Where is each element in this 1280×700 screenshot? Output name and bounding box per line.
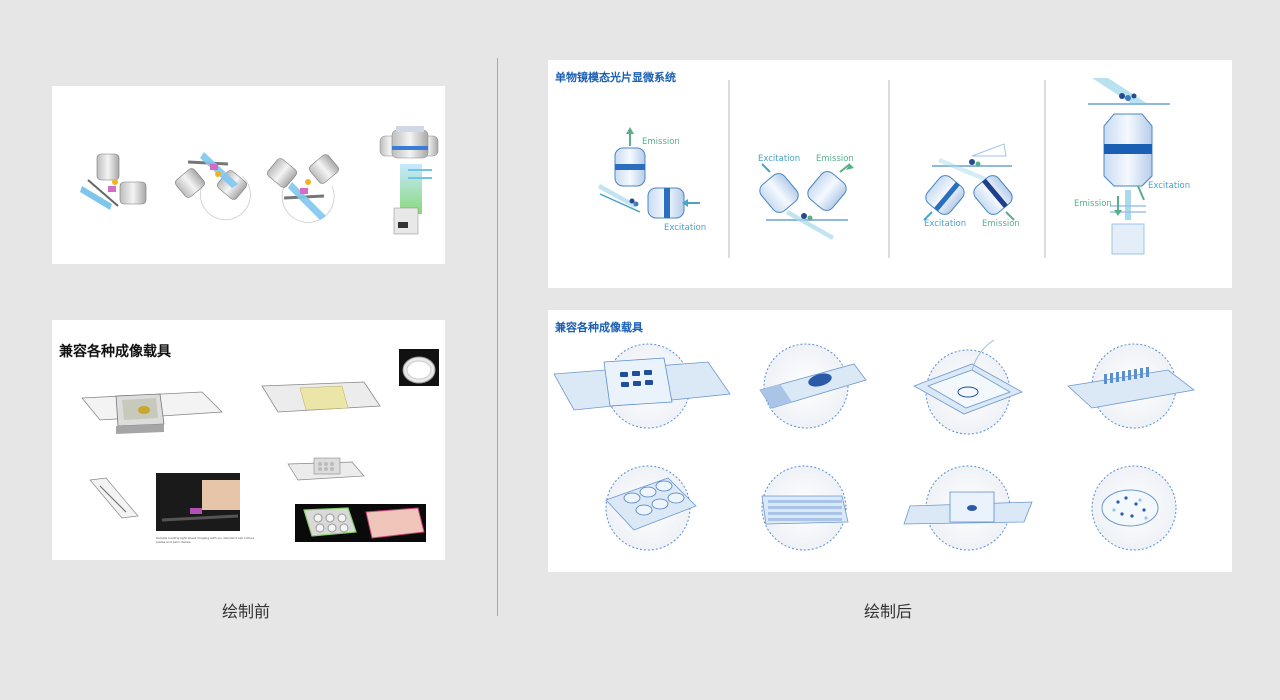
carrier-tissue-slide [759,343,867,429]
before-objectives-panel [52,86,445,264]
objective-stack-3d [379,126,439,235]
carrier-strip-tubes [1067,343,1195,429]
after-caption: 绘制后 [864,602,913,621]
objective-pair-1 [80,153,147,210]
system-title: 单物镜模态光片显微系统 [555,71,676,84]
label-emission-3: Emission [982,219,1020,229]
label-excitation-1: Excitation [664,223,706,233]
after-carriers-panel: 兼容各种成像载具 [548,310,1232,572]
diagram-upright-pair: Excitation Emission [923,143,1020,229]
diagram-inverted-pair: Excitation Emission [758,154,854,240]
optical-system-diagrams: Emission Excitation Excitation Emission [598,78,1190,258]
before-carriers-panel: 兼容各种成像载具 [52,320,445,560]
diagram-vertical-objective: Emission Excitation [598,127,706,233]
chamber-slide-render [81,391,223,434]
objective-pair-3 [267,154,339,223]
plates-photo [295,504,426,542]
multiwell-slide-render [287,457,365,481]
carrier-chamber-slide [553,343,731,429]
after-system-panel: 单物镜模态光片显微系统 Emission Excitation [548,60,1232,288]
carrier-perfusion-dish [913,339,1023,435]
carriers-illustrations [553,339,1195,551]
carrier-6-well-plate [605,465,697,551]
microfluidic-chip-render [89,477,139,519]
label-excitation-2: Excitation [758,154,800,164]
svg-text:plates and petri dishes.: plates and petri dishes. [156,540,191,544]
before-objectives-illustration [80,126,439,235]
carrier-chamber-slide-2 [903,465,1033,551]
carrier-96-well-plate [761,465,849,551]
before-carriers-title: 兼容各种成像载具 [59,344,171,360]
objective-pair-2 [175,152,251,221]
diagram-stacked-system: Excitation Emission [1074,78,1190,255]
label-excitation-3: Excitation [924,219,966,229]
after-carriers-title: 兼容各种成像载具 [555,321,643,334]
label-emission-1: Emission [642,137,680,147]
label-excitation-4: Excitation [1148,181,1190,191]
before-caption: 绘制前 [222,602,271,621]
carrier-petri-dish [1091,465,1177,551]
svg-text:Sample loading light sheet ima: Sample loading light sheet imaging with … [156,536,254,540]
label-emission-4: Emission [1074,199,1112,209]
section-divider [497,58,498,616]
sample-loading-photo: Sample loading light sheet imaging with … [156,473,254,544]
tissue-slide-render [261,381,381,413]
label-emission-2: Emission [816,154,854,164]
before-carriers-illustration: Sample loading light sheet imaging with … [81,349,439,544]
